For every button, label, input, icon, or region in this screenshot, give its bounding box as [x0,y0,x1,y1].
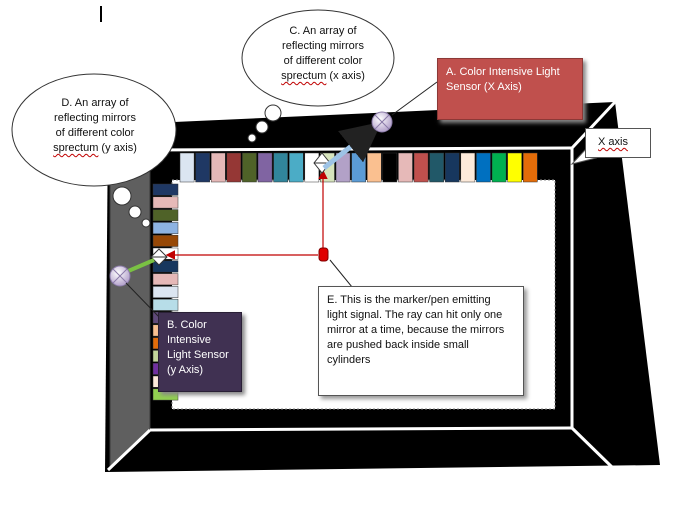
label-c-line: reflecting mirrors [282,40,364,52]
label-d-line: D. An array of [61,97,129,109]
thought-cloud-d [11,73,177,228]
label-c-line: sprectum (x axis) [258,69,388,84]
mirror-x [507,152,522,183]
mirror-x [210,152,226,183]
label-d-line: of different color [55,127,135,139]
mirror-y [152,183,179,196]
mirror-x [476,152,491,183]
mirror-x [257,152,273,183]
label-b-line: B. Color [167,319,207,331]
label-b-line: Light Sensor [167,349,229,361]
mirror-array-x [179,152,538,183]
frame-edge [570,100,617,150]
label-a: A. Color Intensive Light Sensor (X Axis) [437,58,583,120]
mirror-x [242,152,257,183]
label-d-line: sprectum (y axis) [32,141,158,156]
label-e-line: are pushed back inside small [327,339,469,351]
mirror-x [429,152,444,183]
label-b-line: (y Axis) [167,364,204,376]
mirror-y [152,273,179,286]
mirror-x [398,152,413,183]
label-a-line: Sensor (X Axis) [446,81,522,93]
mirror-x [491,152,507,183]
mirror-y [152,222,179,234]
label-c: C. An array of reflecting mirrors of dif… [258,24,388,84]
frame-edge [149,146,573,152]
label-c-line: C. An array of [289,25,357,37]
label-e: E. This is the marker/pen emitting light… [318,286,524,396]
marker-pen [318,247,329,262]
mirror-y [152,298,179,311]
frame-edge [570,426,617,472]
label-d-misspelled-word: sprectum [53,142,99,154]
thought-cloud-c [241,9,395,143]
label-b-line: Intensive [167,334,212,346]
mirror-x [351,152,366,183]
label-d: D. An array of reflecting mirrors of dif… [32,96,158,156]
label-c-line: of different color [283,55,363,67]
label-d-line-rest: (y axis) [98,142,137,154]
label-x-axis: X axis [585,128,651,158]
label-a-line: A. Color Intensive Light [446,66,560,78]
label-e-line: E. This is the marker/pen emitting [327,294,491,306]
mirror-x [382,152,398,183]
mirror-x [460,152,476,183]
mirror-x [304,152,320,183]
reflection-ray-x [322,121,382,170]
reflection-ray-y [125,258,155,274]
pointer-a [391,81,438,116]
label-e-line: mirror at a time, because the mirrors [327,324,505,336]
mirror-x [179,152,195,183]
sensor-x-ball [371,111,393,133]
mirror-y [152,286,179,298]
mirror-y [152,196,179,209]
mirror-x [226,152,242,183]
mirror-y [152,234,179,247]
label-c-line-rest: (x axis) [326,70,365,82]
mirror-x [288,152,304,183]
text-cursor [100,6,102,22]
sensor-y-ball [109,265,131,287]
mirror-y [152,209,179,222]
label-e-line: cylinders [327,354,371,366]
mirror-x [522,152,538,183]
label-x-axis-text: X axis [598,136,628,148]
mirror-x [195,152,210,183]
label-c-misspelled-word: sprectum [281,70,327,82]
frame-edge [149,426,573,432]
label-b: B. Color Intensive Light Sensor (y Axis) [158,312,242,392]
mirror-y [152,247,179,260]
frame-edge [106,428,152,472]
mirror-x [413,152,429,183]
label-d-line: reflecting mirrors [54,112,136,124]
label-e-line: light signal. The ray can hit only one [327,309,503,321]
mirror-x [366,152,382,183]
mirror-x [273,152,288,183]
mirror-y [152,260,179,273]
pointer-b [125,282,161,319]
mirror-x [444,152,460,183]
